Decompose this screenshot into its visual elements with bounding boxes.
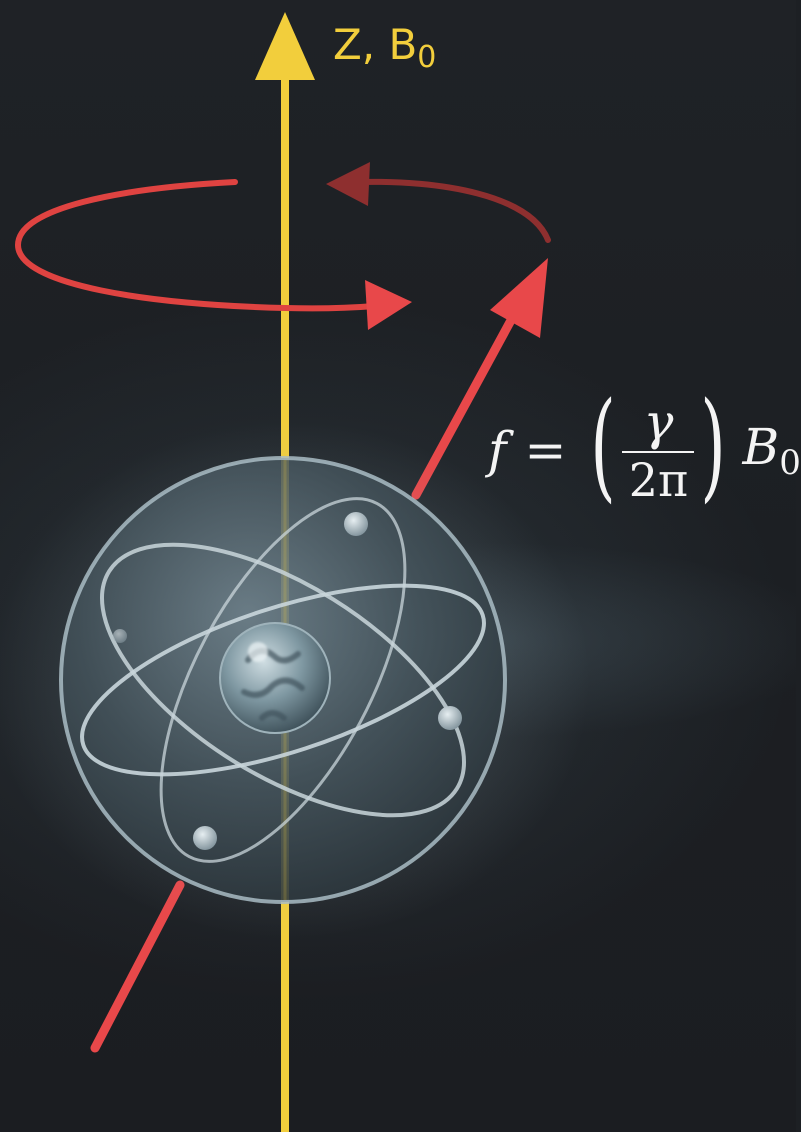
formula-numerator: γ [643, 393, 674, 451]
formula-field-symbol: B [742, 417, 780, 476]
formula-field: B0 [743, 418, 801, 483]
orbit-2 [100, 542, 466, 818]
nucleus [219, 622, 331, 734]
electron-left [113, 629, 127, 643]
larmor-formula: f = ( γ 2π ) B0 [488, 386, 801, 510]
formula-paren-close: ) [700, 376, 727, 514]
z-axis-arrowhead [255, 12, 315, 80]
spin-vector-arrowhead [490, 258, 548, 338]
precession-path [14, 162, 551, 330]
nucleus-highlight [248, 642, 268, 662]
formula-lhs: f [488, 421, 507, 479]
z-axis-label-text: Z, B [333, 20, 418, 69]
z-axis-label-subscript: 0 [417, 40, 437, 75]
electron-bottom [193, 826, 217, 850]
orbit-1 [80, 583, 486, 777]
electron-top [344, 512, 368, 536]
precession-front-arrowhead [365, 280, 412, 330]
z-axis-label: Z, B0 [333, 24, 436, 73]
formula-fraction: γ 2π [622, 393, 695, 507]
electron-right [438, 706, 462, 730]
formula-field-subscript: 0 [779, 442, 801, 483]
formula-fraction-bar [622, 451, 695, 453]
orbit-3 [159, 497, 407, 863]
precession-back-arc [357, 178, 551, 243]
precession-back-arrowhead [326, 162, 370, 206]
formula-paren-open: ( [590, 376, 617, 514]
precession-left-arc [14, 179, 378, 312]
formula-denominator: 2π [628, 453, 689, 507]
formula-equals: = [524, 421, 567, 479]
atom [0, 420, 590, 940]
